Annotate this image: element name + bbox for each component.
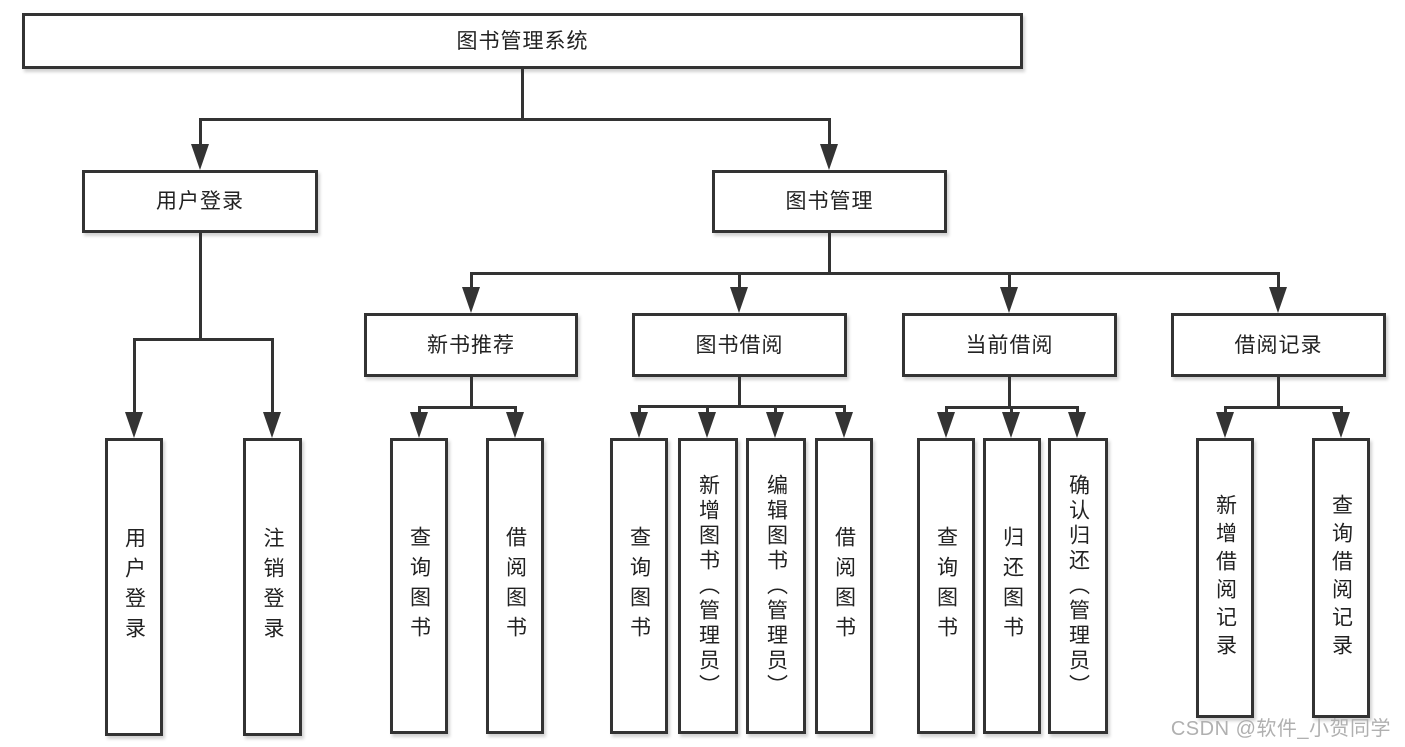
connector-borrowing-stem <box>738 377 741 405</box>
leaf-borrow-query-books: 查询图书 <box>610 438 668 734</box>
node-current-borrowing: 当前借阅 <box>902 313 1117 377</box>
arrow-to-borrowing-records <box>1269 287 1287 313</box>
csdn-watermark: CSDN @软件_小贺同学 <box>1170 718 1391 740</box>
connector-root-to-user-login <box>199 118 202 158</box>
leaf-borrow-borrow-books: 借阅图书 <box>815 438 873 734</box>
connector-to-borrowing-records <box>1277 272 1280 294</box>
leaf-logout: 注销登录 <box>243 438 302 736</box>
leaf-recommend-borrow-books: 借阅图书 <box>486 438 544 734</box>
leaf-recommend-query-books: 查询图书 <box>390 438 448 734</box>
connector-recommend-stem <box>470 377 473 406</box>
connector-to-book-borrowing <box>738 272 741 294</box>
arrow-to-current-confirm <box>1068 412 1086 438</box>
arrow-to-user-login <box>191 144 209 170</box>
connector-recommend-hbar <box>418 406 517 409</box>
leaf-user-login: 用户登录 <box>105 438 163 736</box>
arrow-to-book-management <box>820 144 838 170</box>
node-book-borrowing: 图书借阅 <box>632 313 847 377</box>
connector-to-current-borrowing <box>1008 272 1011 294</box>
connector-records-hbar <box>1224 406 1343 409</box>
arrow-to-borrow-add <box>698 412 716 438</box>
node-book-management: 图书管理 <box>712 170 947 233</box>
arrow-to-book-borrowing <box>730 287 748 313</box>
connector-book-management-hbar <box>470 272 1280 275</box>
arrow-to-current-borrowing <box>1000 287 1018 313</box>
arrow-to-leaf-logout <box>263 412 281 438</box>
arrow-to-new-book-recommendation <box>462 287 480 313</box>
connector-root-to-book-management <box>828 118 831 158</box>
connector-user-login-stem <box>199 233 202 338</box>
connector-current-stem <box>1008 377 1011 406</box>
arrow-to-current-query <box>937 412 955 438</box>
arrow-to-current-return <box>1002 412 1020 438</box>
node-borrowing-records: 借阅记录 <box>1171 313 1386 377</box>
leaf-current-confirm-return-admin: 确认归还（管理员） <box>1048 438 1108 734</box>
arrow-to-recommend-borrow <box>506 412 524 438</box>
leaf-borrow-add-books-admin: 新增图书（管理员） <box>678 438 738 734</box>
arrow-to-recommend-query <box>410 412 428 438</box>
leaf-current-query-books: 查询图书 <box>917 438 975 734</box>
leaf-records-query-borrow-record: 查询借阅记录 <box>1312 438 1370 718</box>
node-new-book-recommendation: 新书推荐 <box>364 313 578 377</box>
arrow-to-borrow-query <box>630 412 648 438</box>
arrow-to-records-add <box>1216 412 1234 438</box>
connector-user-login-hbar <box>133 338 274 341</box>
leaf-current-return-books: 归还图书 <box>983 438 1041 734</box>
connector-root-hbar <box>199 118 831 121</box>
arrow-to-leaf-user-login <box>125 412 143 438</box>
connector-to-leaf-logout <box>271 338 274 426</box>
node-root-library-management-system: 图书管理系统 <box>22 13 1023 69</box>
connector-to-new-book-recommendation <box>470 272 473 294</box>
arrow-to-borrow-edit <box>766 412 784 438</box>
connector-book-management-stem <box>828 233 831 272</box>
node-user-login: 用户登录 <box>82 170 318 233</box>
connector-root-stem <box>521 69 524 118</box>
connector-records-stem <box>1277 377 1280 406</box>
leaf-records-add-borrow-record: 新增借阅记录 <box>1196 438 1254 718</box>
leaf-borrow-edit-books-admin: 编辑图书（管理员） <box>746 438 806 734</box>
connector-to-leaf-user-login <box>133 338 136 426</box>
arrow-to-records-query <box>1332 412 1350 438</box>
arrow-to-borrow-borrow <box>835 412 853 438</box>
connector-borrowing-hbar <box>638 405 846 408</box>
